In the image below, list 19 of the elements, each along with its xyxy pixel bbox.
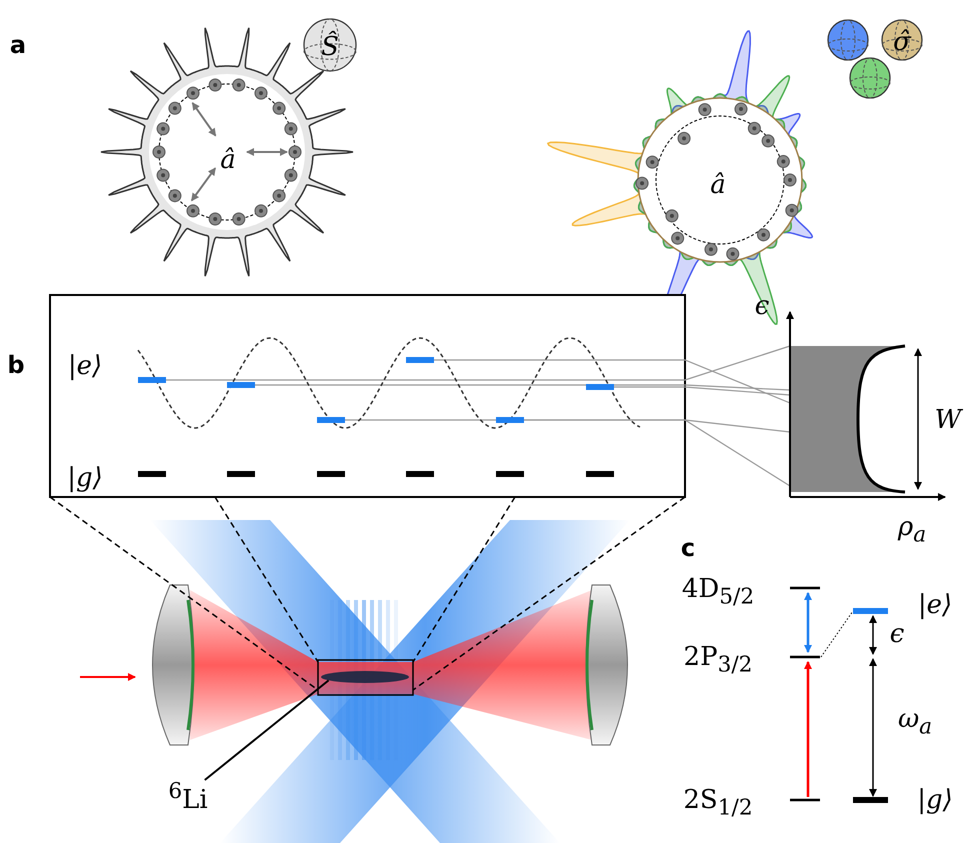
level-label: 2P$_{3/2}$: [684, 644, 752, 676]
state-label: |e⟩: [68, 353, 102, 379]
atom-cloud: [321, 671, 409, 683]
level-label: 4D$_{5/2}$: [682, 576, 754, 608]
operator-label: â: [220, 147, 236, 173]
isotope-label: $^{6}$Li: [168, 781, 208, 813]
operator-label: â: [710, 172, 726, 198]
panel-letter: c: [680, 536, 696, 560]
axis-label: ρ$_{a}$: [898, 514, 926, 546]
leader-line: [204, 680, 330, 781]
state-label: |g⟩: [917, 787, 953, 813]
energy-label: ϵ: [890, 621, 904, 647]
panel-letter: b: [7, 353, 25, 377]
panel-letter: a: [10, 33, 26, 57]
frequency-label: ω$_{a}$: [898, 706, 932, 738]
width-label: W: [934, 407, 962, 433]
state-label: |e⟩: [918, 592, 952, 618]
level-label: 2S$_{1/2}$: [683, 787, 753, 819]
state-label: |g⟩: [67, 465, 103, 491]
